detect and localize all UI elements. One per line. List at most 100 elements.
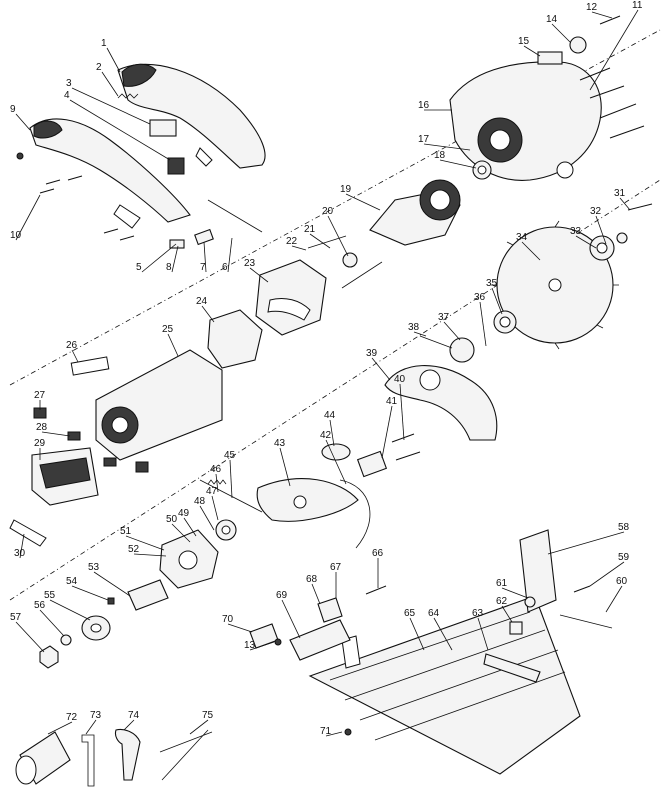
callout-label-64: 64 [428, 608, 440, 619]
callout-label-32: 32 [590, 206, 602, 217]
callout-label-4: 4 [64, 90, 70, 101]
brush-part [537, 15, 621, 65]
leader-line-8 [171, 245, 179, 273]
leader-line-48 [199, 505, 215, 531]
callout-label-51: 51 [120, 526, 132, 537]
leader-line-5 [141, 243, 177, 273]
callout-label-42: 42 [320, 430, 332, 441]
callout-label-43: 43 [274, 438, 286, 449]
leader-line-71 [325, 731, 343, 737]
callout-label-49: 49 [178, 508, 190, 519]
callout-label-38: 38 [408, 322, 420, 333]
leader-line-50 [171, 523, 191, 543]
callout-label-37: 37 [438, 312, 450, 323]
base-plate-part [308, 595, 581, 775]
callout-label-14: 14 [546, 14, 558, 25]
callout-label-70: 70 [222, 614, 234, 625]
leader-line-46 [215, 473, 219, 493]
callout-label-7: 7 [200, 262, 206, 273]
callout-label-30: 30 [14, 548, 26, 559]
callout-label-27: 27 [34, 390, 46, 401]
callout-label-22: 22 [286, 236, 298, 247]
leader-line-42 [325, 439, 347, 485]
callout-label-31: 31 [614, 188, 626, 199]
leader-line-18 [439, 159, 477, 169]
stator-part [255, 259, 327, 336]
callout-label-50: 50 [166, 514, 178, 525]
leader-line-65 [409, 617, 425, 651]
callout-label-29: 29 [34, 438, 46, 449]
leader-line-10 [15, 194, 41, 241]
leader-line-1 [106, 47, 121, 73]
callout-label-16: 16 [418, 100, 430, 111]
callout-label-47: 47 [206, 486, 218, 497]
callout-label-75: 75 [202, 710, 214, 721]
leader-line-63 [477, 617, 489, 651]
callout-label-63: 63 [472, 608, 484, 619]
leader-line-54 [71, 585, 109, 601]
guard-pivot-part [419, 335, 475, 363]
leader-line-52 [133, 553, 167, 557]
callout-label-10: 10 [10, 230, 22, 241]
lower-guard-part [256, 478, 359, 522]
callout-label-13: 13 [244, 640, 256, 651]
callout-label-25: 25 [162, 324, 174, 335]
leader-line-40 [399, 383, 405, 441]
leader-line-6 [227, 237, 233, 273]
handle-half-part [29, 118, 191, 229]
leader-line-31 [619, 197, 631, 211]
upper-guard-part [384, 365, 498, 441]
callout-label-62: 62 [496, 596, 508, 607]
callout-label-33: 33 [570, 226, 582, 237]
leader-line-64 [433, 617, 453, 651]
callout-label-5: 5 [136, 262, 142, 273]
callout-label-9: 9 [10, 104, 16, 115]
guard-arc-part [339, 479, 371, 549]
leader-line-51 [125, 535, 165, 551]
callout-label-8: 8 [166, 262, 172, 273]
bearing-part [472, 160, 492, 180]
leader-line-53 [93, 571, 131, 597]
spring-part [117, 93, 139, 99]
blade-flange-part [589, 203, 653, 261]
callout-label-58: 58 [618, 522, 630, 533]
handle-part [117, 63, 266, 169]
callout-label-23: 23 [244, 258, 256, 269]
callout-label-17: 17 [418, 134, 430, 145]
leader-line-7 [203, 241, 207, 273]
leader-line-2 [101, 71, 119, 97]
callout-label-52: 52 [128, 544, 140, 555]
callout-label-15: 15 [518, 36, 530, 47]
leader-line-41 [381, 405, 393, 459]
screw-set-11-part [579, 67, 645, 139]
leader-lines [15, 9, 639, 737]
leader-line-12 [591, 11, 613, 19]
callout-label-69: 69 [276, 590, 288, 601]
callout-label-48: 48 [194, 496, 206, 507]
callout-label-36: 36 [474, 292, 486, 303]
depth-knob-part [483, 596, 541, 683]
leader-line-17 [423, 143, 471, 151]
callout-label-55: 55 [44, 590, 56, 601]
callout-label-35: 35 [486, 278, 498, 289]
callout-label-54: 54 [66, 576, 78, 587]
callout-label-2: 2 [96, 62, 102, 73]
leader-line-9 [15, 113, 31, 131]
callout-label-12: 12 [586, 2, 598, 13]
leader-line-23 [249, 267, 269, 283]
armature-part [369, 179, 461, 246]
leader-line-24 [201, 305, 215, 323]
callout-label-73: 73 [90, 710, 102, 721]
callout-label-3: 3 [66, 78, 72, 89]
tool-set-part [15, 728, 213, 787]
label-part [70, 356, 110, 376]
callout-label-34: 34 [516, 232, 528, 243]
spindle-part [127, 579, 169, 611]
callout-label-59: 59 [618, 552, 630, 563]
callout-label-6: 6 [222, 262, 228, 273]
key-part [107, 597, 115, 605]
callout-label-24: 24 [196, 296, 208, 307]
leader-line-60 [605, 585, 623, 613]
leader-line-74 [123, 719, 135, 731]
